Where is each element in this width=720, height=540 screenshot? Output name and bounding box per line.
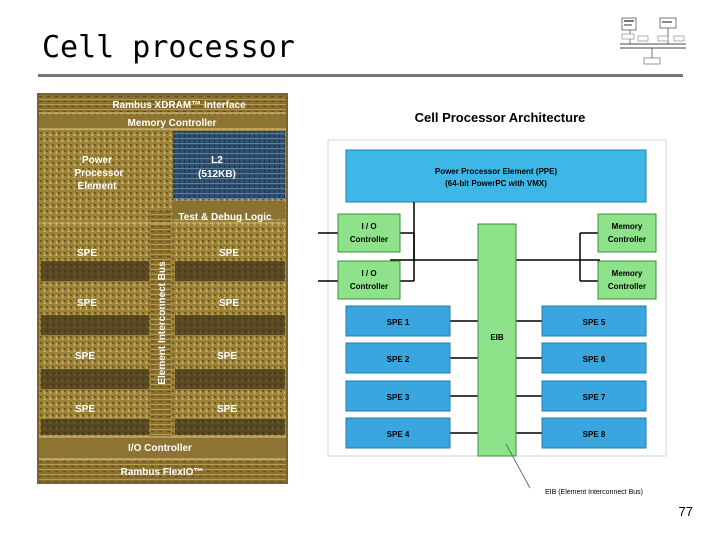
die-label-test-debug: Test & Debug Logic xyxy=(178,212,272,223)
die-label-spe-8: SPE xyxy=(217,404,237,415)
die-label-xdram: Rambus XDRAM™ Interface xyxy=(112,100,246,111)
spe-label-8: SPE 8 xyxy=(583,430,606,439)
slide-title: Cell processor xyxy=(42,30,295,65)
memory-controller-1-label-2: Controller xyxy=(608,235,646,244)
die-label-ppe-2: Processor xyxy=(75,168,124,179)
spe-block-5 xyxy=(541,305,647,337)
die-label-eib: Element Interconnect Bus xyxy=(157,261,168,385)
io-controller-1-label-2: Controller xyxy=(350,235,388,244)
memory-controller-2 xyxy=(597,260,657,300)
eib-label: EIB xyxy=(490,333,504,342)
spe-block-7 xyxy=(541,380,647,412)
spe-label-5: SPE 5 xyxy=(583,318,606,327)
spe-label-6: SPE 6 xyxy=(583,355,606,364)
die-label-spe-3: SPE xyxy=(77,298,97,309)
memory-controller-1-label-1: Memory xyxy=(612,222,643,231)
eib-block xyxy=(477,223,517,457)
spe-block-1 xyxy=(345,305,451,337)
memory-controller-2-label-2: Controller xyxy=(608,282,646,291)
spe-block-4 xyxy=(345,417,451,449)
ppe-label-1: Power Processor Element (PPE) xyxy=(435,167,558,176)
die-label-l2-1: L2 xyxy=(211,155,223,166)
io-controller-2 xyxy=(337,260,401,300)
thumbnail-diagram-icon xyxy=(620,17,686,65)
spe-label-4: SPE 4 xyxy=(387,430,410,439)
die-label-spe-1: SPE xyxy=(77,248,97,259)
title-divider xyxy=(38,74,683,77)
die-label-spe-5: SPE xyxy=(75,351,95,362)
cell-die-photo: Rambus XDRAM™ Interface Memory Controlle… xyxy=(37,93,288,484)
spe-label-1: SPE 1 xyxy=(387,318,410,327)
io-controller-2-label-2: Controller xyxy=(350,282,388,291)
spe-label-3: SPE 3 xyxy=(387,393,410,402)
io-controller-1 xyxy=(337,213,401,253)
memory-controller-1 xyxy=(597,213,657,253)
spe-block-2 xyxy=(345,342,451,374)
spe-block-3 xyxy=(345,380,451,412)
diagram-title: Cell Processor Architecture xyxy=(415,110,586,125)
cell-architecture-diagram: Cell Processor Architecture Power Proces… xyxy=(318,110,667,496)
ppe-block xyxy=(345,149,647,203)
memory-controller-2-label-1: Memory xyxy=(612,269,643,278)
eib-caption: EIB (Element Interconnect Bus) xyxy=(545,489,643,496)
ppe-label-2: (64-bit PowerPC with VMX) xyxy=(445,179,547,188)
die-label-l2-2: (512KB) xyxy=(198,169,236,180)
die-label-flexio: Rambus FlexIO™ xyxy=(121,467,204,478)
io-controller-2-label-1: I / O xyxy=(361,269,376,278)
die-label-spe-4: SPE xyxy=(219,298,239,309)
spe-label-2: SPE 2 xyxy=(387,355,410,364)
spe-label-7: SPE 7 xyxy=(583,393,606,402)
die-label-ppe-1: Power xyxy=(82,155,112,166)
die-label-ppe-3: Element xyxy=(78,181,118,192)
page-number: 77 xyxy=(678,504,693,519)
spe-block-6 xyxy=(541,342,647,374)
die-label-spe-6: SPE xyxy=(217,351,237,362)
die-label-memory-controller: Memory Controller xyxy=(128,118,217,129)
spe-block-8 xyxy=(541,417,647,449)
die-label-io-controller: I/O Controller xyxy=(128,443,192,454)
die-label-spe-2: SPE xyxy=(219,248,239,259)
io-controller-1-label-1: I / O xyxy=(361,222,376,231)
die-label-spe-7: SPE xyxy=(75,404,95,415)
